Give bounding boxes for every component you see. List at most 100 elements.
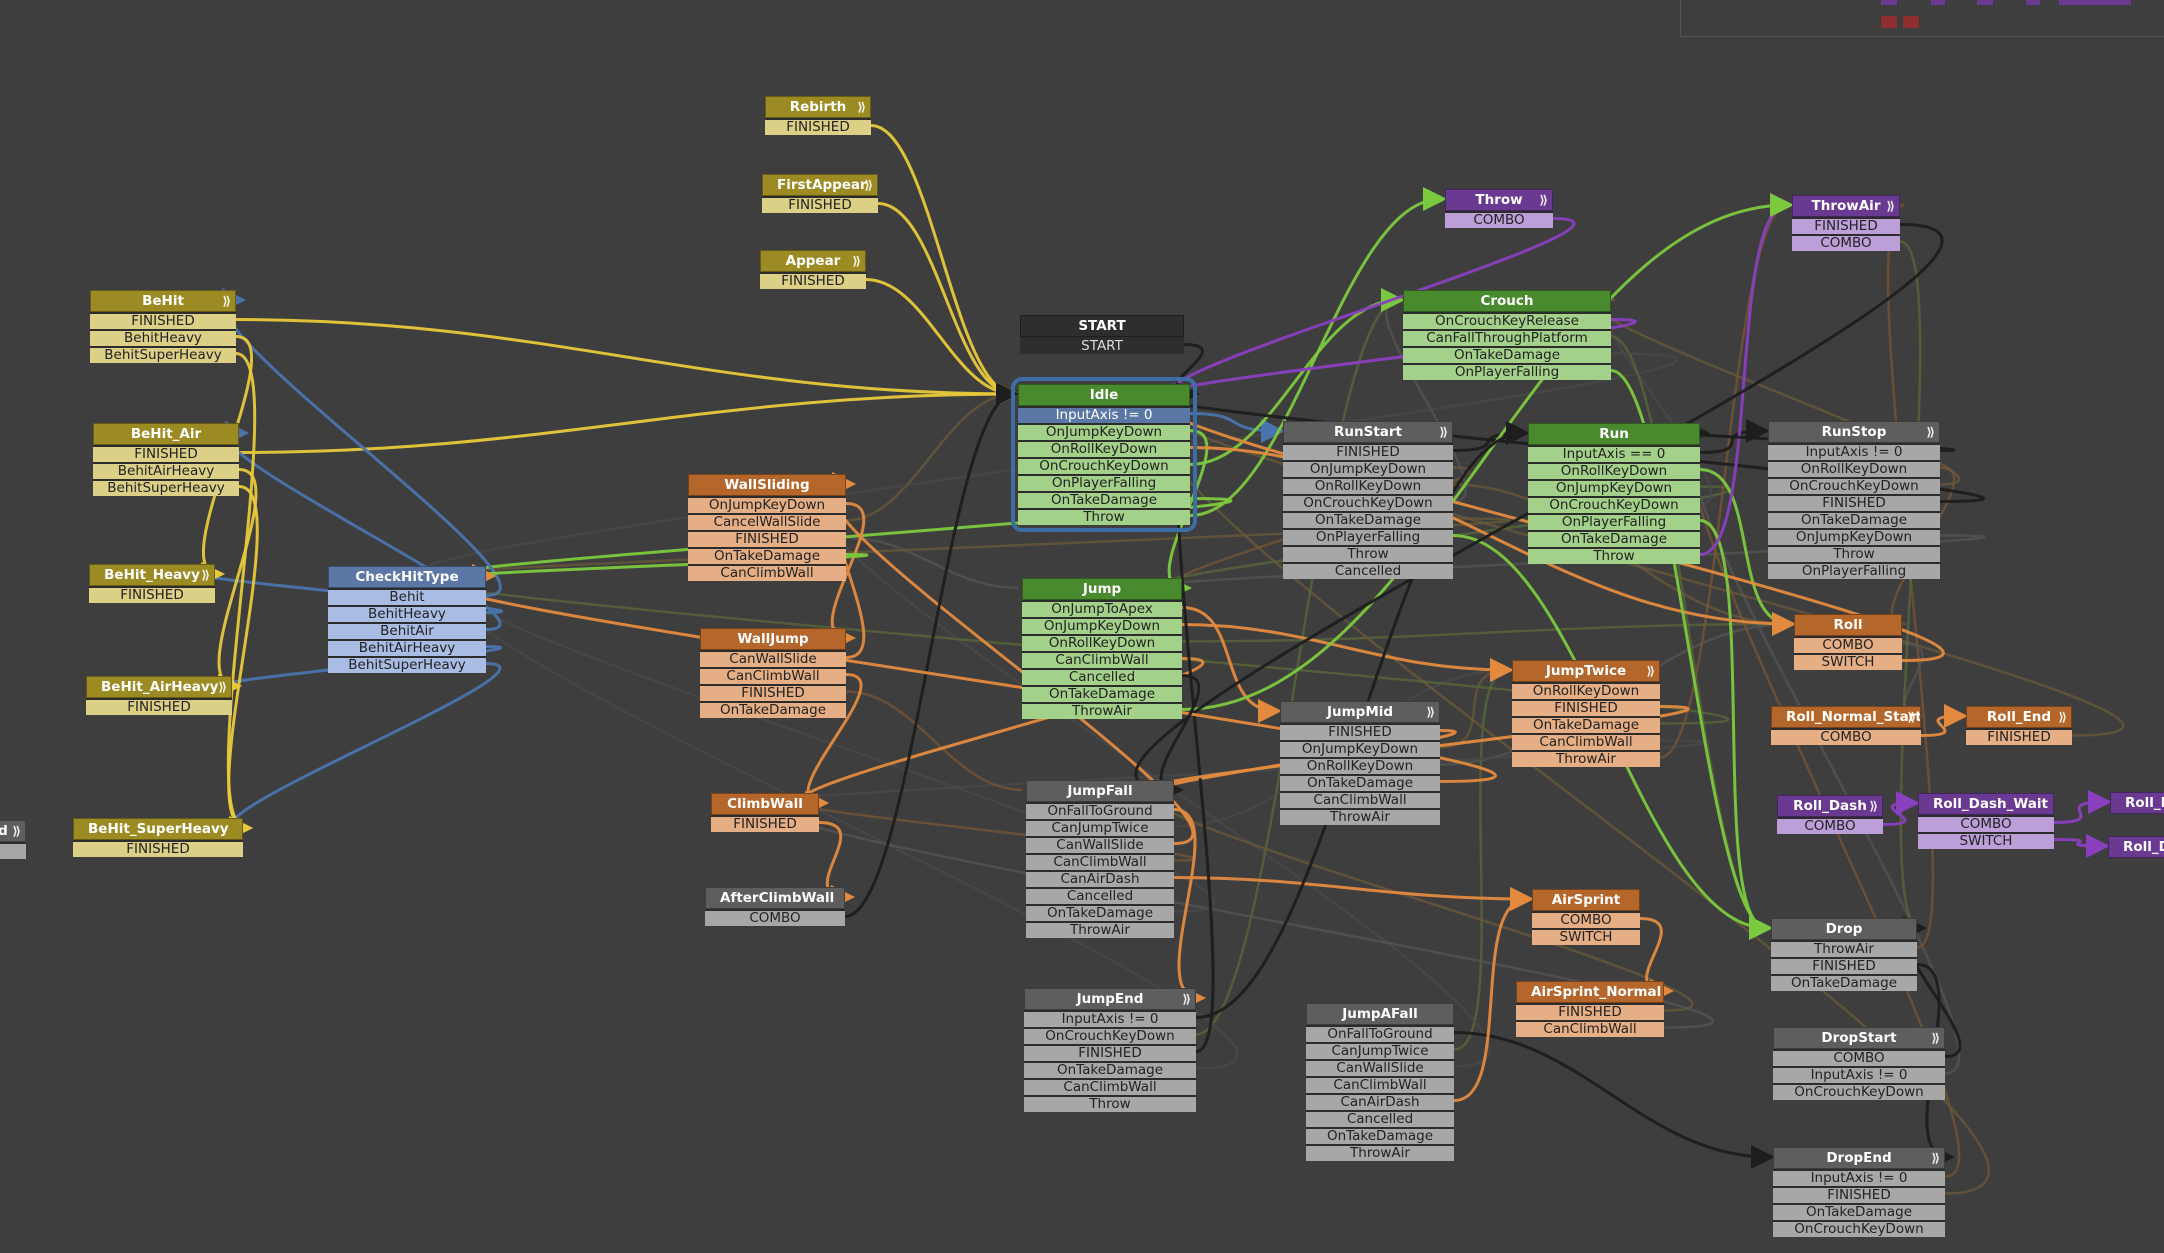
transition-event[interactable]: OnCrouchKeyDown — [1773, 1083, 1945, 1100]
state-node-partialleft[interactable]: d⟫ — [0, 820, 26, 859]
transition-event[interactable]: FINISHED — [1792, 217, 1900, 234]
transition-event[interactable]: InputAxis != 0 — [1773, 1066, 1945, 1083]
state-title[interactable]: JumpAFall — [1306, 1003, 1454, 1025]
transition-event[interactable]: FINISHED — [1771, 957, 1917, 974]
state-title[interactable]: RunStart⟫ — [1283, 421, 1453, 443]
state-menu-icon[interactable]: ⟫ — [218, 680, 227, 694]
state-title[interactable]: CheckHitType — [328, 566, 486, 588]
state-menu-icon[interactable]: ⟫ — [1869, 799, 1878, 813]
transition-event[interactable]: OnPlayerFalling — [1283, 528, 1453, 545]
state-title[interactable]: Throw⟫ — [1445, 189, 1553, 211]
transition-event[interactable]: FINISHED — [86, 698, 232, 715]
state-node-behit-airheavy[interactable]: BeHit_AirHeavy⟫FINISHED — [86, 676, 232, 715]
state-node-roll-normal-start[interactable]: Roll_Normal_Start⟫COMBO — [1771, 706, 1921, 745]
transition-event[interactable]: OnJumpKeyDown — [1768, 528, 1940, 545]
state-title[interactable]: Crouch — [1403, 290, 1611, 312]
transition-event[interactable]: START — [1020, 337, 1184, 354]
transition-event[interactable]: FINISHED — [765, 118, 871, 135]
transition-event[interactable]: COMBO — [1773, 1049, 1945, 1066]
transition-event[interactable]: Cancelled — [1026, 887, 1174, 904]
transition-event[interactable]: OnRollKeyDown — [1280, 757, 1440, 774]
state-title[interactable]: Appear⟫ — [760, 250, 866, 272]
transition-event[interactable]: OnTakeDamage — [1022, 685, 1182, 702]
transition-event[interactable]: OnRollKeyDown — [1022, 634, 1182, 651]
state-title[interactable]: BeHit_SuperHeavy — [73, 818, 243, 840]
state-title[interactable]: WallSliding — [688, 474, 846, 496]
state-title[interactable]: AirSprint — [1532, 889, 1640, 911]
state-menu-icon[interactable]: ⟫ — [201, 568, 210, 582]
transition-event[interactable]: Cancelled — [1306, 1110, 1454, 1127]
state-title[interactable]: BeHit_Heavy⟫ — [89, 564, 215, 586]
transition-event[interactable]: OnCrouchKeyRelease — [1403, 312, 1611, 329]
state-title[interactable]: BeHit⟫ — [90, 290, 236, 312]
transition-event[interactable]: Throw — [1528, 547, 1700, 564]
state-title[interactable]: JumpFall — [1026, 780, 1174, 802]
state-title[interactable]: Roll_End⟫ — [1966, 706, 2072, 728]
transition-event[interactable]: BehitSuperHeavy — [93, 479, 239, 496]
transition-event[interactable]: BehitAirHeavy — [93, 462, 239, 479]
transition-event[interactable]: OnTakeDamage — [1403, 346, 1611, 363]
transition-event[interactable]: FINISHED — [1966, 728, 2072, 745]
transition-event[interactable]: BehitSuperHeavy — [328, 656, 486, 673]
transition-event[interactable]: FINISHED — [760, 272, 866, 289]
state-menu-icon[interactable]: ⟫ — [1439, 425, 1448, 439]
transition-event[interactable]: FINISHED — [1283, 443, 1453, 460]
transition-event[interactable]: OnTakeDamage — [688, 547, 846, 564]
transition-event[interactable]: COMBO — [1794, 636, 1902, 653]
state-title[interactable]: ThrowAir⟫ — [1792, 195, 1900, 217]
transition-event[interactable]: Throw — [1018, 508, 1190, 525]
state-node-behit-heavy[interactable]: BeHit_Heavy⟫FINISHED — [89, 564, 215, 603]
state-title[interactable]: Run — [1528, 423, 1700, 445]
state-menu-icon[interactable]: ⟫ — [12, 824, 21, 838]
transition-event[interactable]: OnRollKeyDown — [1018, 440, 1190, 457]
transition-event[interactable]: FINISHED — [1768, 494, 1940, 511]
transition-event[interactable]: ThrowAir — [1022, 702, 1182, 719]
state-node-roll-da2[interactable]: Roll_Da — [2108, 836, 2164, 858]
transition-event[interactable]: ThrowAir — [1512, 750, 1660, 767]
state-menu-icon[interactable]: ⟫ — [1907, 710, 1916, 724]
transition-event[interactable]: OnTakeDamage — [1768, 511, 1940, 528]
transition-event[interactable]: BehitAir — [328, 622, 486, 639]
transition-event[interactable]: Cancelled — [1022, 668, 1182, 685]
state-node-roll-dash[interactable]: Roll_Dash⟫COMBO — [1777, 795, 1883, 834]
state-title[interactable]: Roll — [1794, 614, 1902, 636]
transition-event[interactable]: FINISHED — [89, 586, 215, 603]
state-title[interactable]: FirstAppear⟫ — [762, 174, 878, 196]
state-title[interactable]: JumpMid⟫ — [1280, 701, 1440, 723]
transition-event[interactable]: ThrowAir — [1280, 808, 1440, 825]
transition-event[interactable]: CanClimbWall — [688, 564, 846, 581]
state-menu-icon[interactable]: ⟫ — [864, 178, 873, 192]
transition-event[interactable]: OnTakeDamage — [1283, 511, 1453, 528]
state-title[interactable]: Jump — [1022, 578, 1182, 600]
transition-event[interactable]: CanClimbWall — [1306, 1076, 1454, 1093]
state-menu-icon[interactable]: ⟫ — [1426, 705, 1435, 719]
transition-event[interactable]: ThrowAir — [1771, 940, 1917, 957]
state-menu-icon[interactable]: ⟫ — [1886, 199, 1895, 213]
transition-event[interactable]: OnPlayerFalling — [1768, 562, 1940, 579]
transition-event[interactable]: SWITCH — [1918, 832, 2054, 849]
transition-event[interactable]: FINISHED — [1516, 1003, 1664, 1020]
transition-event[interactable]: FINISHED — [73, 840, 243, 857]
transition-event[interactable]: CanWallSlide — [1306, 1059, 1454, 1076]
transition-event[interactable]: OnTakeDamage — [1512, 716, 1660, 733]
transition-event[interactable]: COMBO — [1532, 911, 1640, 928]
transition-event[interactable]: CanFallThroughPlatform — [1403, 329, 1611, 346]
transition-event[interactable]: FINISHED — [762, 196, 878, 213]
transition-event[interactable]: OnTakeDamage — [1306, 1127, 1454, 1144]
state-title[interactable]: BeHit_Air — [93, 423, 239, 445]
transition-event[interactable]: FINISHED — [700, 684, 846, 701]
transition-event[interactable]: OnCrouchKeyDown — [1018, 457, 1190, 474]
